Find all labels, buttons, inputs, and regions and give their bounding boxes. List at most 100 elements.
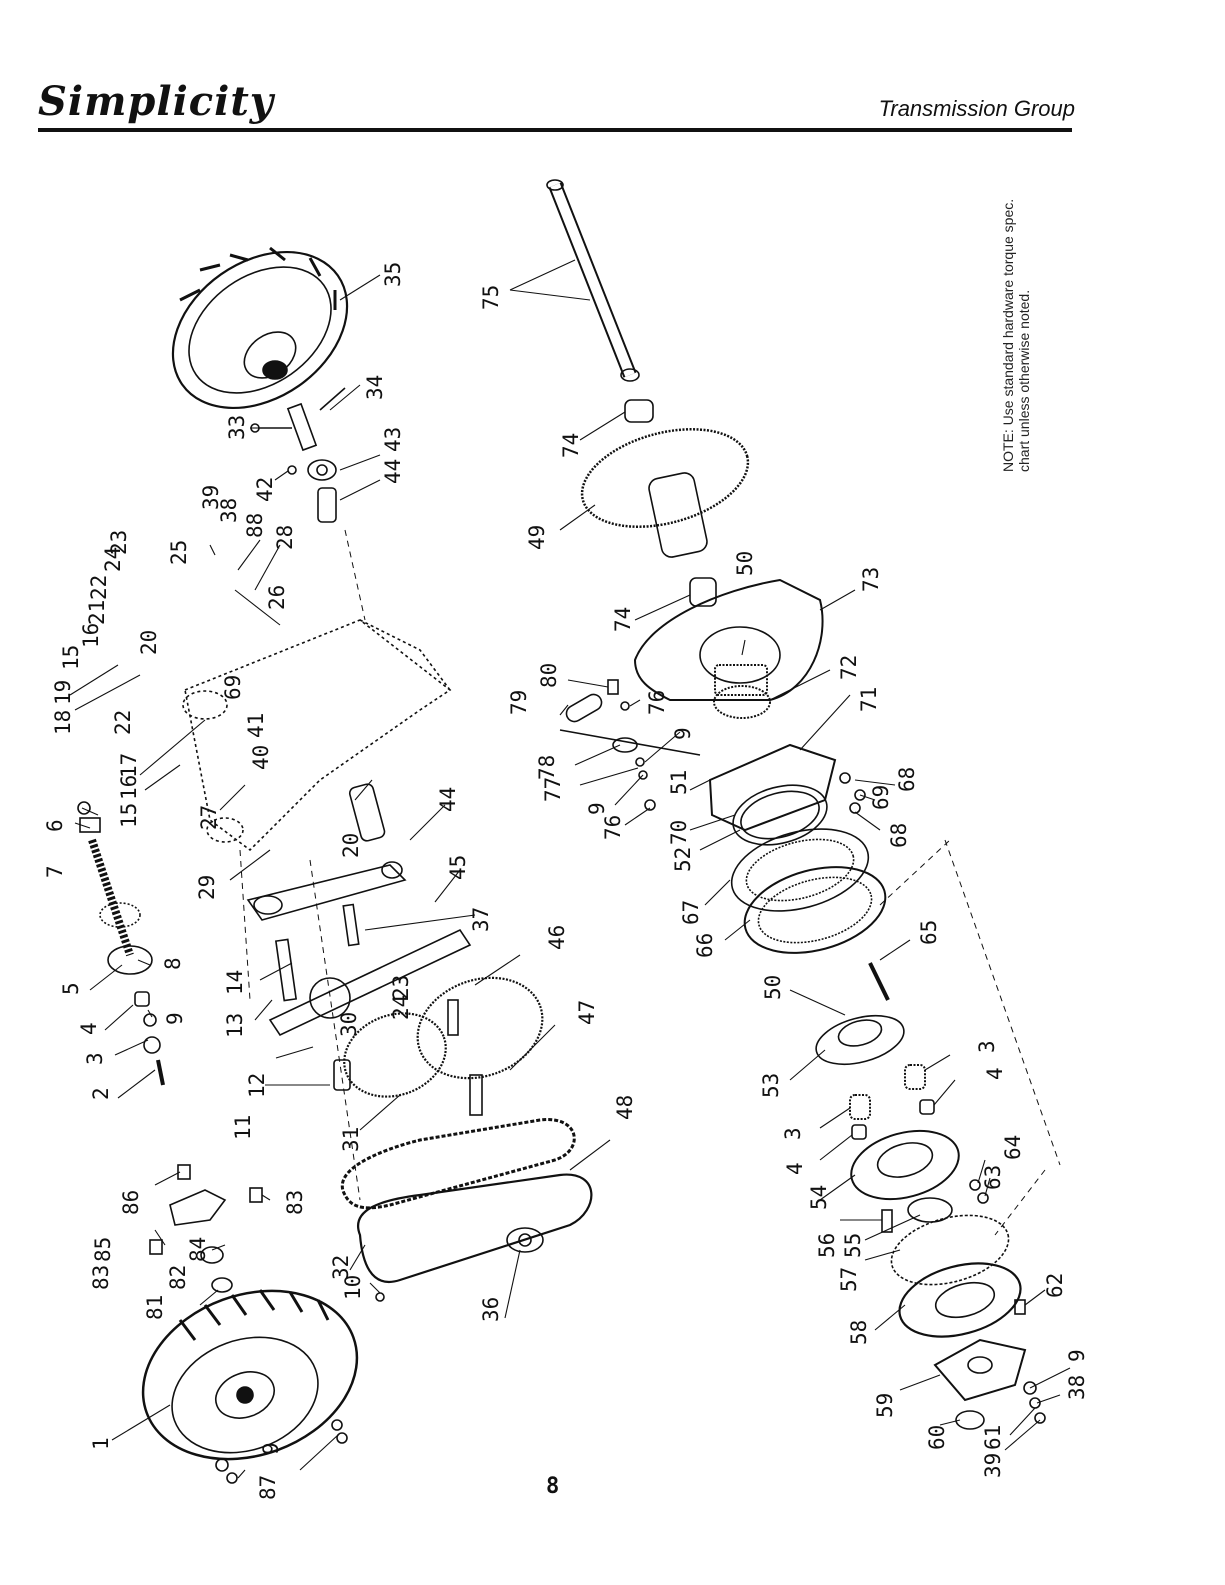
callout-label: 60 — [925, 1425, 949, 1450]
callout-label: 3 — [975, 1040, 999, 1053]
callout-label: 17 — [117, 753, 141, 778]
section-title: Transmission Group — [878, 96, 1075, 121]
callout-label: 15 — [117, 803, 141, 828]
callout-label: 76 — [645, 690, 669, 715]
callout-label: 20 — [339, 833, 363, 858]
callout-label: 32 — [329, 1255, 353, 1280]
callout-label: 83 — [89, 1265, 113, 1290]
frame-plates — [246, 783, 472, 1037]
callout-label: 68 — [887, 823, 911, 848]
callout-label: 54 — [807, 1185, 831, 1210]
callout-label: 13 — [223, 1013, 247, 1038]
callout-label: 3 — [83, 1052, 107, 1065]
callout-label: 46 — [545, 925, 569, 950]
callout-label: 9 — [1065, 1349, 1089, 1362]
housing-71 — [708, 743, 837, 846]
callout-label: 39 — [199, 485, 223, 510]
callout-label: 1 — [89, 1437, 113, 1450]
callout-label: 30 — [337, 1012, 361, 1037]
header-rule — [38, 128, 1072, 132]
callout-label: 18 — [51, 710, 75, 735]
callout-label: 76 — [601, 815, 625, 840]
callout-label: 27 — [197, 805, 221, 830]
callout-label: 86 — [119, 1190, 143, 1215]
callout-label: 75 — [479, 285, 503, 310]
callout-label: 80 — [537, 663, 561, 688]
plates-66-67 — [730, 772, 887, 954]
callout-label: 20 — [137, 630, 161, 655]
callout-label: 84 — [186, 1237, 210, 1262]
case-73 — [633, 578, 824, 719]
callout-label: 7 — [43, 865, 67, 878]
callout-label: 69 — [869, 785, 893, 810]
transmission-housing — [182, 619, 452, 852]
callout-label: 40 — [249, 745, 273, 770]
leader-lines — [69, 259, 1071, 1479]
callout-label: 44 — [436, 787, 460, 812]
callout-label: 52 — [671, 847, 695, 872]
callout-label: 26 — [265, 585, 289, 610]
callout-label: 5 — [59, 982, 83, 995]
chain-cover — [357, 1173, 593, 1302]
shaft-75 — [546, 179, 640, 382]
callout-label: 70 — [667, 820, 691, 845]
housing-54-58 — [850, 1129, 1026, 1338]
callout-label: 48 — [613, 1095, 637, 1120]
callout-label: 2 — [89, 1087, 113, 1100]
callout-label: 62 — [1043, 1273, 1067, 1298]
assembly-guide-lines — [239, 529, 1061, 1236]
callout-label: 4 — [983, 1067, 1007, 1080]
callout-label: 41 — [244, 713, 268, 738]
callout-label: 78 — [535, 755, 559, 780]
callout-label: 29 — [195, 875, 219, 900]
callout-label: 6 — [43, 819, 67, 832]
callout-label: 24 — [101, 547, 125, 572]
callout-label: 71 — [857, 687, 881, 712]
callout-label: 64 — [1001, 1135, 1025, 1160]
page-number: 8 — [546, 1474, 560, 1499]
gears-31-47 — [333, 976, 544, 1116]
callout-label: 77 — [541, 777, 565, 802]
callout-label: 55 — [841, 1233, 865, 1258]
callout-label: 47 — [575, 1000, 599, 1025]
callout-label: 39 — [981, 1453, 1005, 1478]
callout-label: 38 — [1065, 1375, 1089, 1400]
cover-plate-59 — [933, 1338, 1046, 1430]
brand-logo: Simplicity — [38, 78, 275, 125]
callout-label: 22 — [87, 575, 111, 600]
callout-label: 42 — [253, 477, 277, 502]
callout-label: 66 — [693, 933, 717, 958]
callout-label: 8 — [161, 957, 185, 970]
callout-label: 74 — [611, 607, 635, 632]
callout-label: 45 — [446, 855, 470, 880]
chain-48 — [341, 1118, 576, 1210]
axle-assembly — [77, 801, 165, 1086]
callout-label: 82 — [166, 1265, 190, 1290]
callout-label: 88 — [243, 513, 267, 538]
callout-label: 19 — [51, 680, 75, 705]
callout-label: 85 — [91, 1237, 115, 1262]
callout-label: 83 — [283, 1190, 307, 1215]
callout-label: 44 — [381, 459, 405, 484]
callout-label: 11 — [231, 1115, 255, 1140]
callout-label: 50 — [761, 975, 785, 1000]
callout-label: 24 — [389, 995, 413, 1020]
callout-label: 37 — [469, 907, 493, 932]
callout-label: 4 — [783, 1162, 807, 1175]
callout-label: 21 — [85, 600, 109, 625]
callout-label: 38 — [217, 498, 241, 523]
callout-label: 73 — [859, 567, 883, 592]
callout-label: 22 — [111, 710, 135, 735]
callout-label: 58 — [847, 1320, 871, 1345]
callout-label: 10 — [341, 1275, 365, 1300]
callout-label: 67 — [679, 900, 703, 925]
callout-label: 9 — [585, 802, 609, 815]
callout-label: 72 — [837, 655, 861, 680]
callout-label: 69 — [221, 675, 245, 700]
callout-label: 4 — [77, 1022, 101, 1035]
callout-label: 3 — [781, 1127, 805, 1140]
callout-label: 49 — [525, 525, 549, 550]
tire-1 — [141, 1289, 359, 1461]
callout-label: 74 — [559, 433, 583, 458]
callout-label: 68 — [895, 767, 919, 792]
